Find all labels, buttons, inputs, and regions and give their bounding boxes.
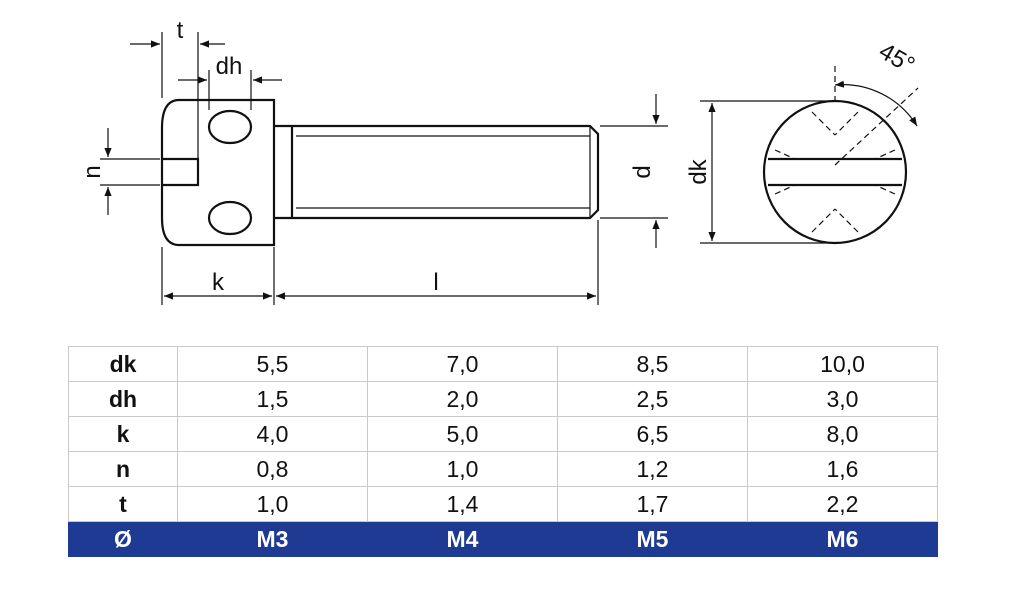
end-view-slot	[768, 157, 902, 187]
head-circle	[762, 99, 908, 245]
table-cell: 4,0	[177, 416, 368, 452]
table-cell: 1,0	[367, 451, 558, 487]
table-row: dk 5,5 7,0 8,5 10,0	[68, 346, 938, 382]
label-l: l	[433, 269, 438, 296]
table-cell: 1,4	[367, 486, 558, 522]
label-dh: dh	[216, 53, 243, 80]
cross-hole-top	[207, 109, 253, 145]
dimension-table: dk 5,5 7,0 8,5 10,0 dh 1,5 2,0 2,5 3,0 k…	[68, 346, 938, 557]
cross-hole-bottom	[207, 200, 253, 236]
table-cell: 10,0	[747, 346, 938, 382]
table-row: k 4,0 5,0 6,5 8,0	[68, 416, 938, 452]
size-cell: M4	[367, 521, 558, 557]
table-cell: 5,5	[177, 346, 368, 382]
thread-size-row: Ø M3 M4 M5 M6	[68, 521, 938, 557]
row-label-diameter: Ø	[68, 521, 178, 557]
table-cell: 6,5	[557, 416, 748, 452]
screw-side-view	[160, 98, 600, 247]
row-label-dh: dh	[68, 381, 178, 417]
size-cell: M6	[747, 521, 938, 557]
screw-head-outline	[160, 98, 276, 247]
table-cell: 8,0	[747, 416, 938, 452]
table-cell: 2,2	[747, 486, 938, 522]
table-row: t 1,0 1,4 1,7 2,2	[68, 486, 938, 522]
table-cell: 5,0	[367, 416, 558, 452]
table-cell: 7,0	[367, 346, 558, 382]
row-label-n: n	[68, 451, 178, 487]
dimension-n	[100, 128, 160, 215]
dimension-k-l	[161, 220, 599, 305]
table-cell: 1,5	[177, 381, 368, 417]
label-k: k	[212, 269, 225, 296]
size-cell: M5	[557, 521, 748, 557]
size-cell: M3	[177, 521, 368, 557]
table-cell: 2,0	[367, 381, 558, 417]
table-cell: 1,2	[557, 451, 748, 487]
label-d: d	[629, 165, 656, 178]
dimension-dh	[178, 70, 282, 110]
label-n: n	[79, 165, 106, 178]
table-cell: 8,5	[557, 346, 748, 382]
angle-arc	[834, 80, 918, 127]
table-cell: 0,8	[177, 451, 368, 487]
table-cell: 1,6	[747, 451, 938, 487]
table-cell: 1,0	[177, 486, 368, 522]
table-cell: 3,0	[747, 381, 938, 417]
dimension-d	[600, 94, 668, 248]
label-angle: 45°	[874, 38, 919, 80]
screw-shaft	[274, 124, 600, 220]
screw-slot	[162, 157, 200, 187]
label-t: t	[177, 17, 184, 44]
screw-technical-drawing: t dh n k l d	[79, 17, 919, 305]
table-cell: 1,7	[557, 486, 748, 522]
table-cell: 2,5	[557, 381, 748, 417]
screw-end-view	[762, 66, 919, 245]
row-label-t: t	[68, 486, 178, 522]
table-row: n 0,8 1,0 1,2 1,6	[68, 451, 938, 487]
dimension-t	[130, 32, 225, 158]
dimension-dk	[700, 100, 835, 244]
label-dk: dk	[685, 158, 712, 184]
table-row: dh 1,5 2,0 2,5 3,0	[68, 381, 938, 417]
row-label-dk: dk	[68, 346, 178, 382]
row-label-k: k	[68, 416, 178, 452]
